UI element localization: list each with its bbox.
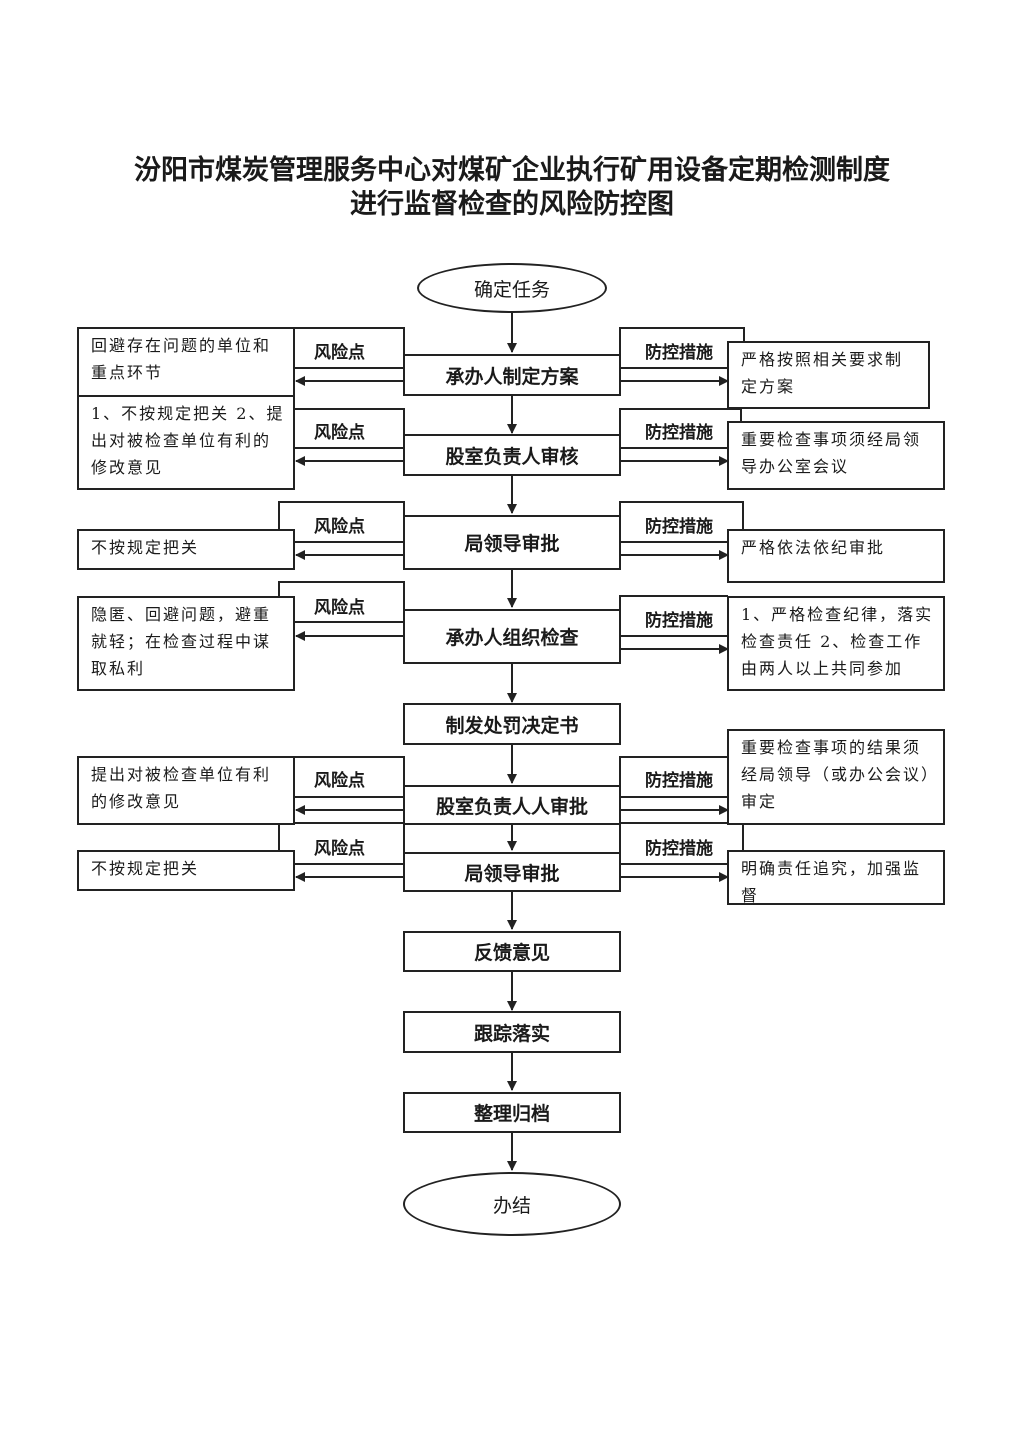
measure-box: 重要检查事项须经局领导办公室会议 <box>727 421 945 490</box>
risk-box: 不按规定把关 <box>77 529 295 570</box>
step-box: 承办人制定方案 <box>403 354 621 396</box>
step-box: 股室负责人审核 <box>403 434 621 476</box>
risk-point-label: 风险点 <box>314 343 365 363</box>
step-box: 承办人组织检查 <box>403 609 621 664</box>
risk-point-label: 风险点 <box>314 839 365 859</box>
measure-box: 1、严格检查纪律，落实检查责任 2、检查工作由两人以上共同参加 <box>727 596 945 691</box>
step-box: 局领导审批 <box>403 852 621 892</box>
step-box: 跟踪落实 <box>403 1011 621 1053</box>
measure-box: 重要检查事项的结果须经局领导（或办公会议）审定 <box>727 729 945 825</box>
step-box: 局领导审批 <box>403 515 621 570</box>
control-measure-label: 防控措施 <box>645 423 713 443</box>
step-box: 整理归档 <box>403 1092 621 1133</box>
step-box: 反馈意见 <box>403 931 621 972</box>
end-node: 办结 <box>403 1172 621 1236</box>
risk-box: 不按规定把关 <box>77 850 295 891</box>
measure-box: 明确责任追究，加强监督 <box>727 850 945 905</box>
step-box: 制发处罚决定书 <box>403 703 621 745</box>
control-measure-label: 防控措施 <box>645 517 713 537</box>
risk-box: 隐匿、回避问题，避重就轻；在检查过程中谋取私利 <box>77 596 295 691</box>
risk-point-label: 风险点 <box>314 598 365 618</box>
title-line-2: 进行监督检查的风险防控图 <box>350 189 674 220</box>
measure-box: 严格依法依纪审批 <box>727 529 945 583</box>
title-line-1: 汾阳市煤炭管理服务中心对煤矿企业执行矿用设备定期检测制度 <box>134 155 890 186</box>
risk-point-label: 风险点 <box>314 517 365 537</box>
risk-point-label: 风险点 <box>314 771 365 791</box>
risk-box: 回避存在问题的单位和重点环节 <box>77 327 295 397</box>
measure-box: 严格按照相关要求制定方案 <box>727 341 930 409</box>
start-node: 确定任务 <box>417 263 607 313</box>
step-box: 股室负责人人审批 <box>403 785 621 825</box>
risk-box: 1、不按规定把关 2、提出对被检查单位有利的修改意见 <box>77 395 295 490</box>
control-measure-label: 防控措施 <box>645 611 713 631</box>
control-measure-label: 防控措施 <box>645 343 713 363</box>
risk-box: 提出对被检查单位有利的修改意见 <box>77 756 295 825</box>
control-measure-label: 防控措施 <box>645 771 713 791</box>
control-measure-label: 防控措施 <box>645 839 713 859</box>
risk-point-label: 风险点 <box>314 423 365 443</box>
